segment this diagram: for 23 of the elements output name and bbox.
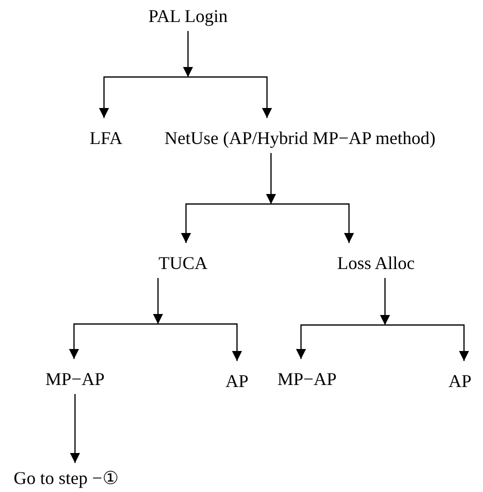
arrow [296,324,385,359]
arrow [271,203,354,243]
node-label: LFA [90,127,122,149]
node-label: PAL Login [148,5,228,27]
arrow [181,203,271,243]
arrow [153,278,163,324]
arrow [380,278,390,325]
node-label: Go to step −① [14,467,118,489]
arrow [99,76,188,118]
node-label: MP−AP [45,368,105,390]
node-label: TUCA [158,252,208,274]
node-label: MP−AP [277,368,337,390]
arrow [183,31,193,77]
arrow [385,324,469,361]
arrow [188,76,272,118]
arrow [266,153,276,204]
arrow [158,323,242,361]
node-label: Loss Alloc [337,252,415,274]
node-label: AP [226,370,248,392]
arrow [70,394,80,463]
node-label: NetUse (AP/Hybrid MP−AP method) [164,127,436,149]
node-label: AP [448,370,472,392]
arrow [69,323,158,359]
